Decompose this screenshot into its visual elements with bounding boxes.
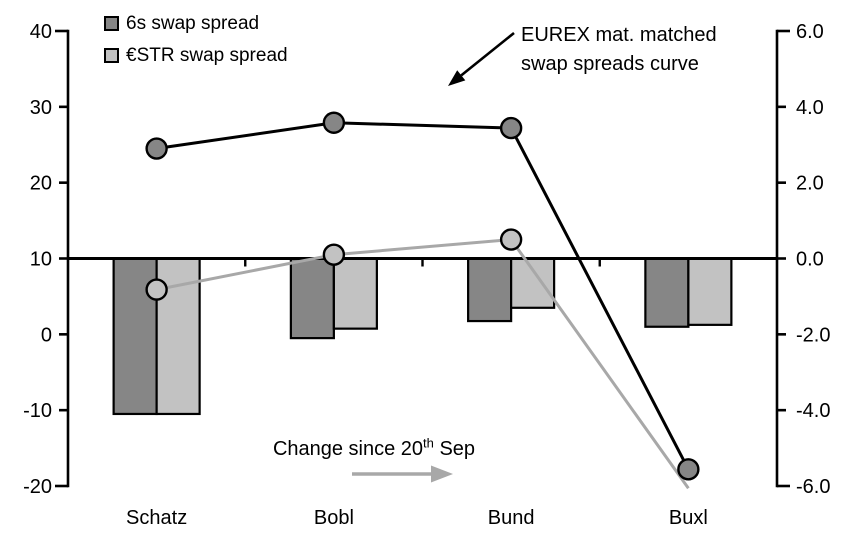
change-annotation-arrow-head (431, 465, 453, 483)
estr-marker-schatz (145, 278, 168, 301)
sixs-marker-schatz (145, 137, 168, 160)
right-axis-tick-label: 0.0 (796, 249, 824, 271)
right-axis-tick-label: 2.0 (796, 173, 824, 195)
right-axis-tick-label: -4.0 (796, 400, 830, 422)
change-annotation-sup: th (423, 435, 434, 451)
left-axis-tick-label: -10 (23, 400, 52, 422)
change-annotation: Change since 20th Sep (244, 435, 504, 460)
change-annotation-prefix: Change since 20 (272, 438, 424, 460)
curve-annotation-arrow-shaft (460, 31, 515, 77)
legend: 6s swap spread €STR swap spread (104, 13, 288, 66)
left-axis-tick-label: 0 (41, 324, 52, 346)
legend-label-estr: €STR swap spread (126, 45, 288, 66)
sixs-marker-buxl (677, 458, 700, 481)
bar-6s-bobl (289, 257, 335, 340)
legend-item-estr: €STR swap spread (104, 45, 288, 66)
left-axis-tick-label: -20 (23, 476, 52, 498)
category-label: Bobl (314, 507, 354, 529)
category-label: Schatz (126, 507, 187, 529)
legend-swatch-6s (104, 16, 119, 31)
curve-annotation-line1: EUREX mat. matched (521, 24, 717, 46)
curve-annotation: EUREX mat. matched swap spreads curve (521, 21, 717, 79)
bar-estr-buxl (687, 257, 733, 326)
change-annotation-suffix: Sep (433, 438, 476, 460)
legend-item-6s: 6s swap spread (104, 13, 288, 34)
bar-estr-bobl (332, 257, 378, 330)
curve-annotation-arrow-head (448, 70, 466, 86)
estr-marker-bund (499, 228, 523, 251)
right-axis-tick-label: -6.0 (796, 476, 830, 498)
right-axis-tick-label: -2.0 (796, 324, 830, 346)
left-axis-tick-label: 10 (30, 249, 52, 271)
right-axis-tick-label: 6.0 (796, 21, 824, 43)
bar-6s-buxl (644, 257, 690, 328)
bar-estr-bund (510, 257, 556, 309)
legend-label-6s: 6s swap spread (126, 13, 260, 34)
right-axis-tick-label: 4.0 (796, 97, 824, 119)
estr-curve-line (156, 237, 690, 490)
category-label: Bund (488, 507, 535, 529)
legend-swatch-estr (104, 48, 119, 63)
sixs-marker-bobl (322, 111, 346, 134)
sixs-curve-line (156, 121, 690, 471)
left-axis-tick-label: 40 (30, 21, 52, 43)
estr-marker-bobl (322, 243, 346, 266)
curve-annotation-line2: swap spreads curve (521, 53, 699, 75)
left-axis-tick-label: 30 (30, 97, 52, 119)
category-label: Buxl (669, 507, 708, 529)
left-axis-tick-label: 20 (30, 173, 52, 195)
bar-6s-bund (467, 257, 513, 323)
sixs-marker-bund (499, 116, 523, 140)
